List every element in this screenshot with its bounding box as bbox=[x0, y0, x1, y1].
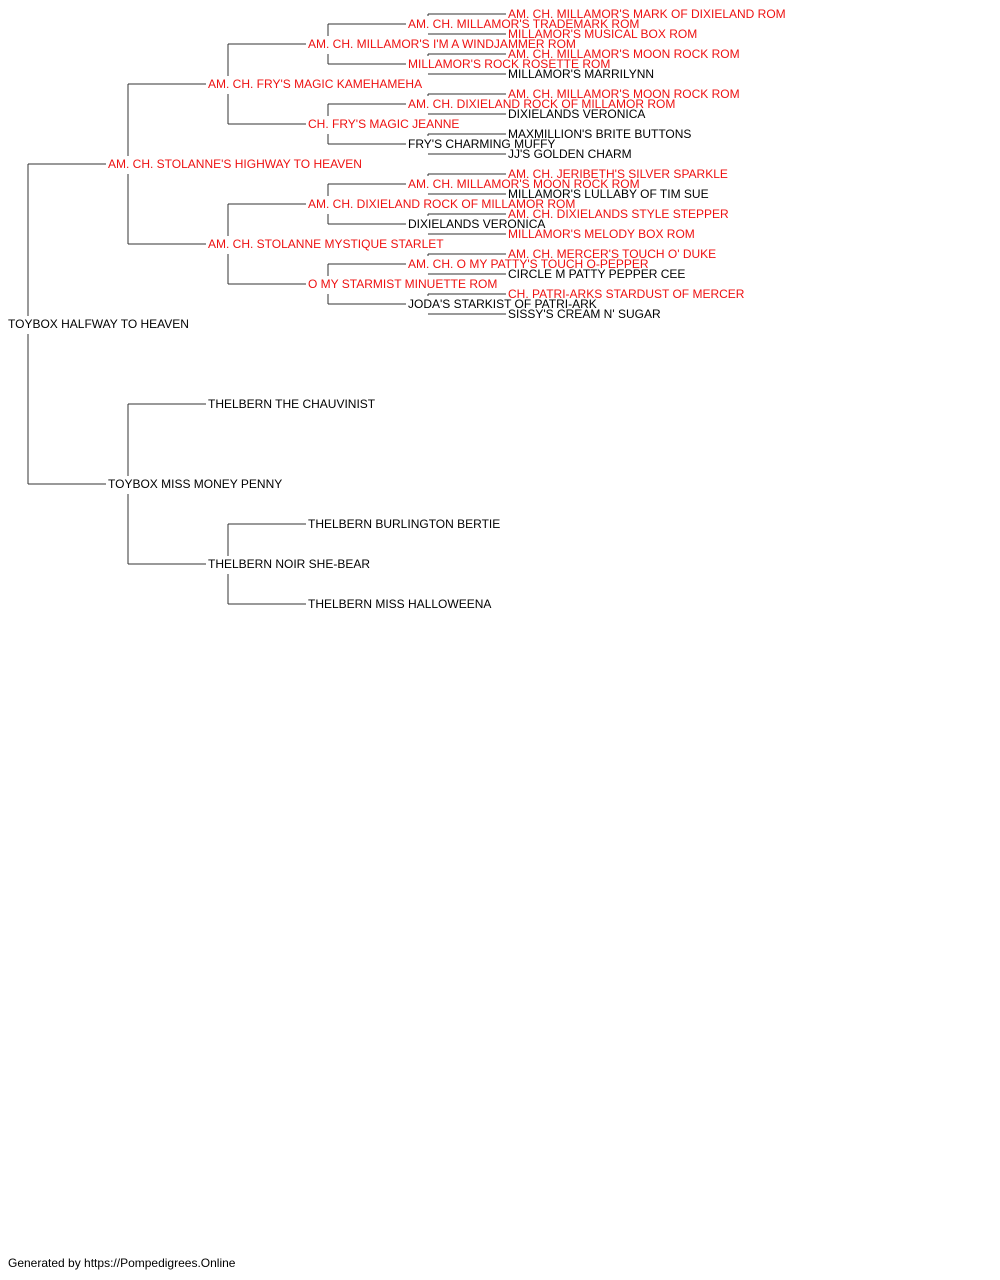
dog-name-maxmillion-s-brite-buttons: MAXMILLION'S BRITE BUTTONS bbox=[508, 127, 691, 141]
dog-name-circle-m-patty-pepper-cee: CIRCLE M PATTY PEPPER CEE bbox=[508, 267, 685, 281]
dog-name-thelbern-burlington-bertie: THELBERN BURLINGTON BERTIE bbox=[308, 517, 500, 531]
dog-name-am-ch-dixieland-rock-of-millamor-rom: AM. CH. DIXIELAND ROCK OF MILLAMOR ROM bbox=[308, 197, 575, 211]
dog-name-toybox-halfway-to-heaven: TOYBOX HALFWAY TO HEAVEN bbox=[8, 317, 189, 331]
dog-name-millamor-s-musical-box-rom: MILLAMOR'S MUSICAL BOX ROM bbox=[508, 27, 697, 41]
dog-name-am-ch-millamor-s-trademark-rom: AM. CH. MILLAMOR'S TRADEMARK ROM bbox=[408, 17, 639, 31]
dog-name-am-ch-dixieland-rock-of-millamor-rom: AM. CH. DIXIELAND ROCK OF MILLAMOR ROM bbox=[408, 97, 675, 111]
dog-name-am-ch-millamor-s-mark-of-dixieland-rom: AM. CH. MILLAMOR'S MARK OF DIXIELAND ROM bbox=[508, 7, 786, 21]
dog-name-am-ch-millamor-s-moon-rock-rom: AM. CH. MILLAMOR'S MOON ROCK ROM bbox=[508, 47, 740, 61]
dog-name-am-ch-millamor-s-moon-rock-rom: AM. CH. MILLAMOR'S MOON ROCK ROM bbox=[408, 177, 640, 191]
dog-name-millamor-s-melody-box-rom: MILLAMOR'S MELODY BOX ROM bbox=[508, 227, 695, 241]
dog-name-am-ch-millamor-s-moon-rock-rom: AM. CH. MILLAMOR'S MOON ROCK ROM bbox=[508, 87, 740, 101]
dog-name-jj-s-golden-charm: JJ'S GOLDEN CHARM bbox=[508, 147, 632, 161]
dog-name-ch-fry-s-magic-jeanne: CH. FRY'S MAGIC JEANNE bbox=[308, 117, 459, 131]
dog-name-toybox-miss-money-penny: TOYBOX MISS MONEY PENNY bbox=[108, 477, 282, 491]
dog-name-am-ch-stolanne-mystique-starlet: AM. CH. STOLANNE MYSTIQUE STARLET bbox=[208, 237, 444, 251]
dog-name-am-ch-stolanne-s-highway-to-heaven: AM. CH. STOLANNE'S HIGHWAY TO HEAVEN bbox=[108, 157, 362, 171]
dog-name-am-ch-millamor-s-i-m-a-windjammer-rom: AM. CH. MILLAMOR'S I'M A WINDJAMMER ROM bbox=[308, 37, 576, 51]
dog-name-am-ch-mercer-s-touch-o-duke: AM. CH. MERCER'S TOUCH O' DUKE bbox=[508, 247, 716, 261]
dog-name-joda-s-starkist-of-patri-ark: JODA'S STARKIST OF PATRI-ARK bbox=[408, 297, 597, 311]
dog-name-ch-patri-arks-stardust-of-mercer: CH. PATRI-ARKS STARDUST OF MERCER bbox=[508, 287, 745, 301]
dog-name-am-ch-dixielands-style-stepper: AM. CH. DIXIELANDS STYLE STEPPER bbox=[508, 207, 729, 221]
dog-name-am-ch-jeribeth-s-silver-sparkle: AM. CH. JERIBETH'S SILVER SPARKLE bbox=[508, 167, 728, 181]
dog-name-dixielands-veronica: DIXIELANDS VERONICA bbox=[408, 217, 545, 231]
dog-name-millamor-s-rock-rosette-rom: MILLAMOR'S ROCK ROSETTE ROM bbox=[408, 57, 610, 71]
dog-name-o-my-starmist-minuette-rom: O MY STARMIST MINUETTE ROM bbox=[308, 277, 497, 291]
dog-name-fry-s-charming-muffy: FRY'S CHARMING MUFFY bbox=[408, 137, 555, 151]
dog-name-sissy-s-cream-n-sugar: SISSY'S CREAM N' SUGAR bbox=[508, 307, 661, 321]
dog-name-am-ch-o-my-patty-s-touch-o-pepper: AM. CH. O MY PATTY'S TOUCH O-PEPPER bbox=[408, 257, 649, 271]
dog-name-dixielands-veronica: DIXIELANDS VERONICA bbox=[508, 107, 645, 121]
footer-credit: Generated by https://Pompedigrees.Online bbox=[8, 1256, 236, 1270]
pedigree-tree: TOYBOX HALFWAY TO HEAVEN AM. CH. STOLANNE… bbox=[8, 7, 786, 611]
dog-name-thelbern-miss-halloweena: THELBERN MISS HALLOWEENA bbox=[308, 597, 491, 611]
dog-name-thelbern-noir-she-bear: THELBERN NOIR SHE-BEAR bbox=[208, 557, 370, 571]
dog-name-millamor-s-lullaby-of-tim-sue: MILLAMOR'S LULLABY OF TIM SUE bbox=[508, 187, 709, 201]
dog-name-am-ch-fry-s-magic-kamehameha: AM. CH. FRY'S MAGIC KAMEHAMEHA bbox=[208, 77, 422, 91]
dog-name-thelbern-the-chauvinist: THELBERN THE CHAUVINIST bbox=[208, 397, 376, 411]
dog-name-millamor-s-marrilynn: MILLAMOR'S MARRILYNN bbox=[508, 67, 654, 81]
